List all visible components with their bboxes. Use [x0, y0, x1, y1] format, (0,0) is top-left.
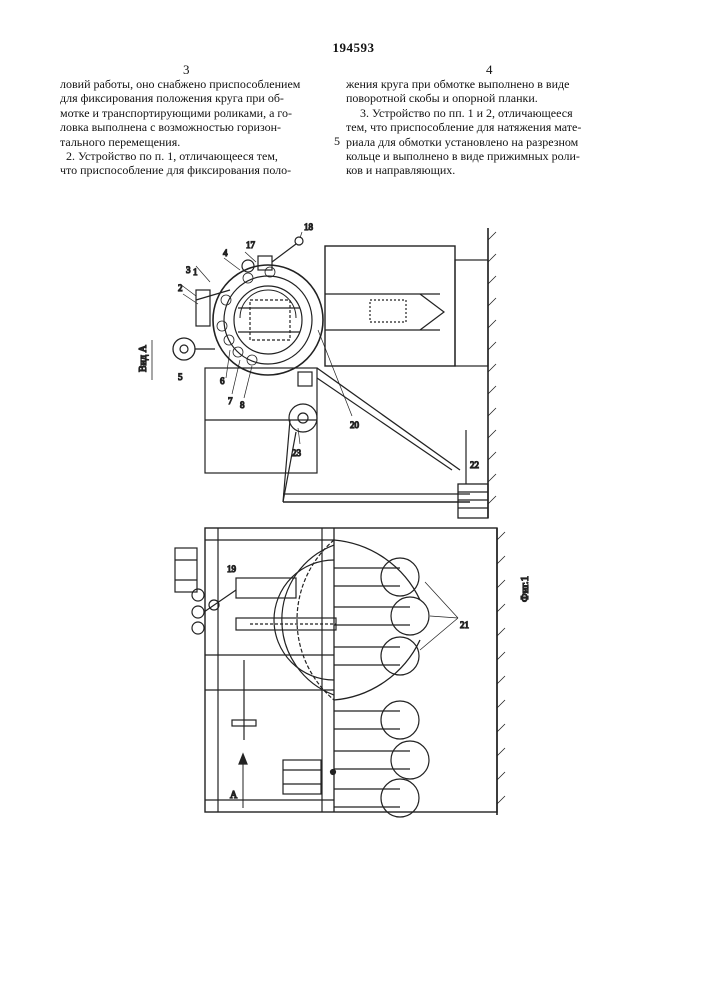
svg-text:22: 22 — [470, 460, 479, 470]
part-label-21: 21 — [460, 620, 469, 630]
svg-text:19: 19 — [227, 564, 237, 574]
svg-text:4: 4 — [223, 248, 228, 258]
svg-text:23: 23 — [292, 448, 302, 458]
svg-text:1: 1 — [193, 267, 198, 277]
figure-caption: Фиг.1 — [519, 576, 531, 602]
svg-text:8: 8 — [240, 400, 245, 410]
arrow-label: А — [230, 790, 238, 801]
svg-text:7: 7 — [228, 396, 233, 406]
svg-text:5: 5 — [178, 372, 183, 382]
part-label-3: 3 — [186, 265, 191, 275]
view-label: Вид А — [138, 344, 149, 372]
svg-text:20: 20 — [350, 420, 360, 430]
svg-text:17: 17 — [246, 240, 256, 250]
svg-text:6: 6 — [220, 376, 225, 386]
svg-text:18: 18 — [304, 222, 314, 232]
svg-text:2: 2 — [178, 283, 183, 293]
